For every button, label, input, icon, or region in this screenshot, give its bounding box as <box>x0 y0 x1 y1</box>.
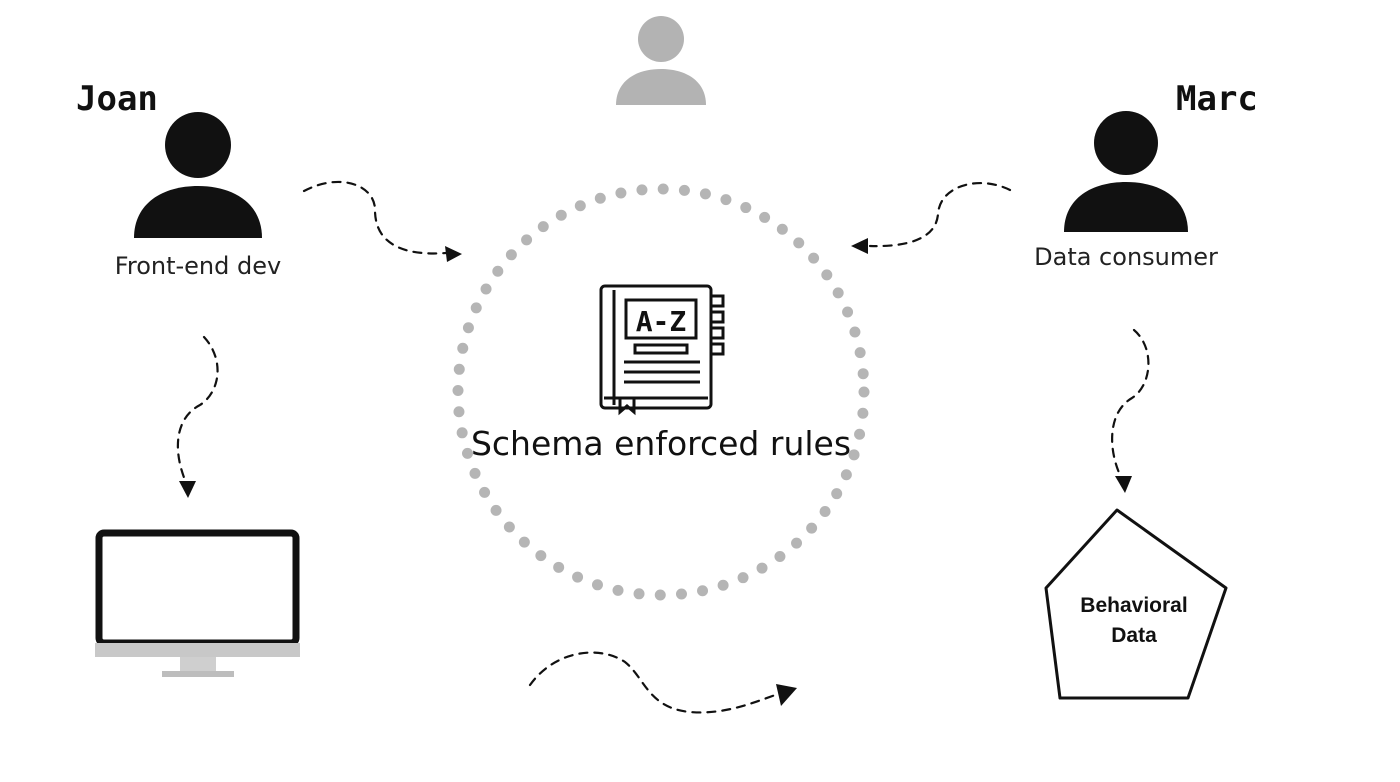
actor-right-person-icon <box>1064 111 1188 232</box>
dotted-ring <box>452 183 870 601</box>
actor-right-name: Marc <box>1176 79 1258 119</box>
output-label-line1: Behavioral <box>1080 594 1187 617</box>
book-text: A-Z <box>636 305 687 338</box>
actor-right-role: Data consumer <box>1034 243 1218 271</box>
arrow-joan-to-monitor <box>176 335 219 498</box>
actor-left-role: Front-end dev <box>115 252 281 280</box>
output-label-line2: Data <box>1111 624 1157 647</box>
arrow-bottom-flow <box>528 651 797 714</box>
arrow-marc-to-rules <box>851 182 1012 254</box>
actor-left-name: Joan <box>76 79 158 119</box>
behavioral-data-pentagon <box>1044 508 1228 700</box>
arrow-joan-to-rules <box>302 180 462 262</box>
arrow-marc-to-data <box>1111 328 1150 493</box>
inactive-person-icon <box>616 16 706 105</box>
actor-left-person-icon <box>134 112 262 238</box>
book-icon <box>599 284 725 416</box>
center-label: Schema enforced rules <box>471 424 851 463</box>
monitor-icon <box>95 529 300 677</box>
